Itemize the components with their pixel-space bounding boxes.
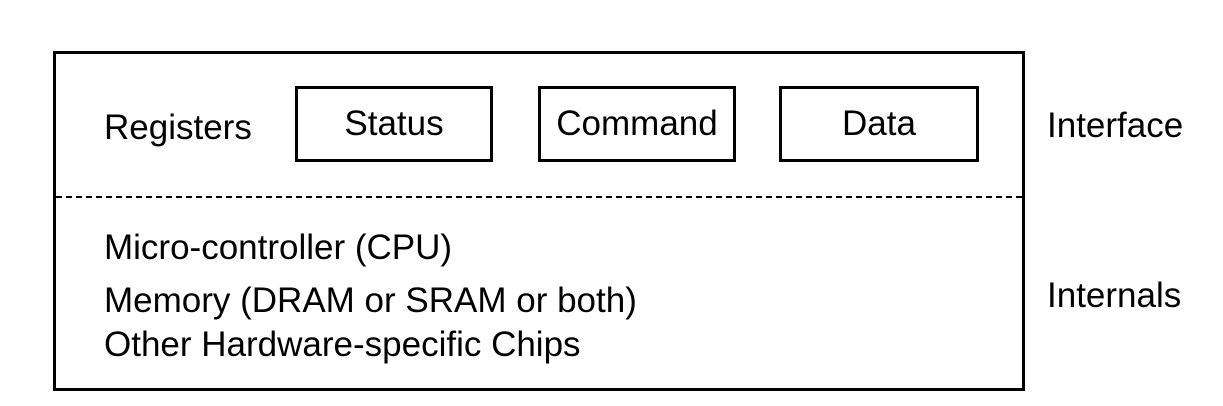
internals-side-label: Internals <box>1047 276 1182 315</box>
internals-line-cpu: Micro-controller (CPU) <box>104 228 453 267</box>
command-register-label: Command <box>556 104 718 143</box>
interface-internals-divider <box>56 196 1022 198</box>
internals-line-memory: Memory (DRAM or SRAM or both) <box>104 281 637 320</box>
registers-label: Registers <box>104 108 252 147</box>
data-register-label: Data <box>842 104 916 143</box>
command-register-box: Command <box>538 86 736 162</box>
status-register-box: Status <box>295 86 493 162</box>
device-box: Registers Status Command Data Micro-cont… <box>53 51 1025 391</box>
status-register-label: Status <box>344 104 444 143</box>
internals-line-chips: Other Hardware-specific Chips <box>104 325 581 364</box>
interface-side-label: Interface <box>1047 106 1184 145</box>
data-register-box: Data <box>779 86 979 162</box>
